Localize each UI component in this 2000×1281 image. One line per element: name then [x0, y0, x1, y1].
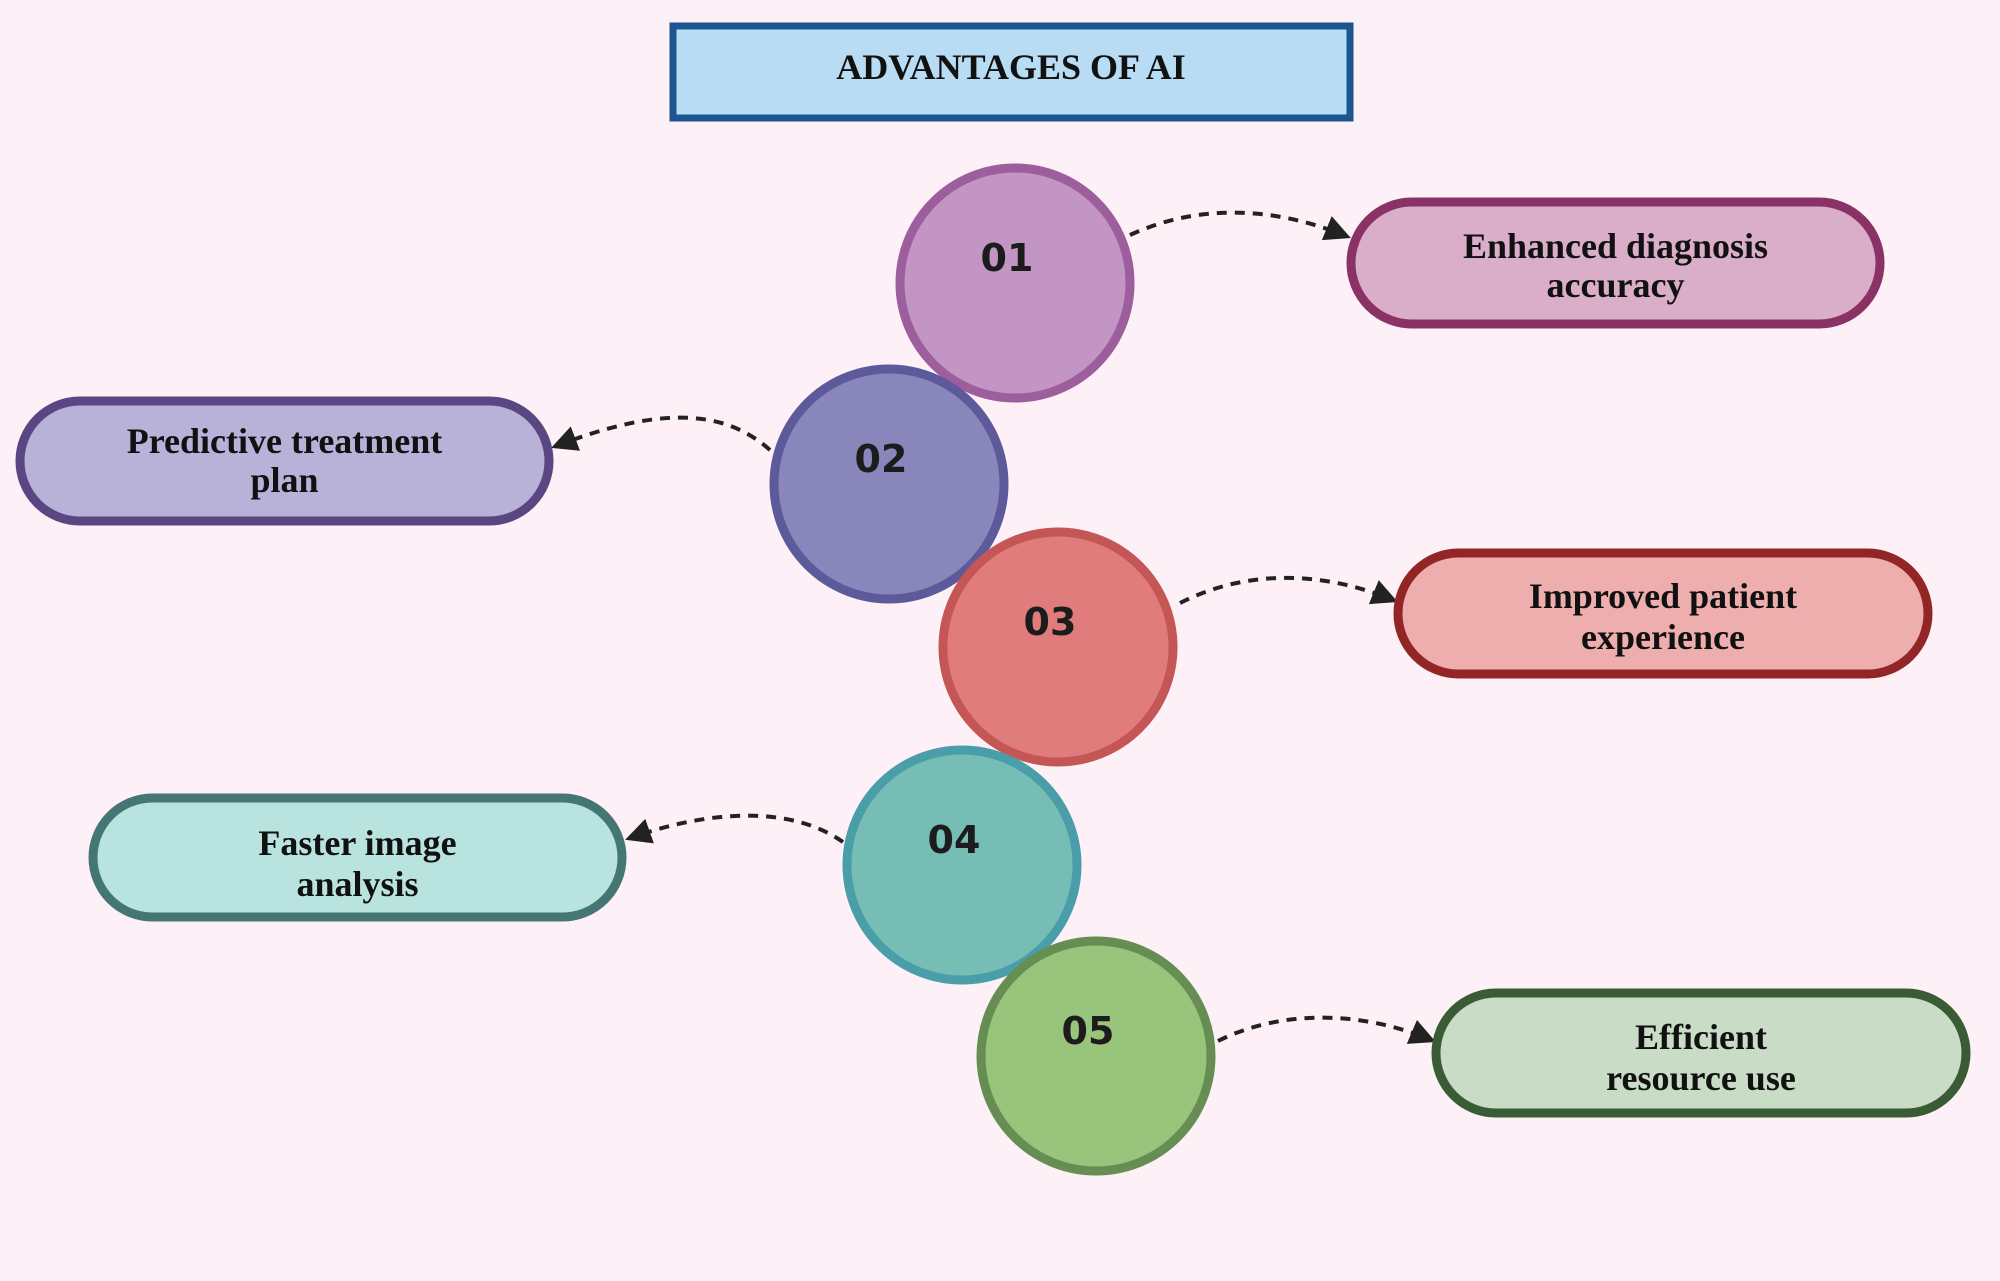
step-circle-shape [769, 364, 1009, 604]
step-circle-shape [842, 745, 1082, 985]
label-line: accuracy [1547, 265, 1685, 305]
connector-arrow-04 [625, 813, 845, 844]
step-number: 03 [1024, 600, 1077, 644]
label-line: Enhanced diagnosis [1463, 226, 1768, 266]
connector-arrow-02 [551, 415, 772, 452]
step-circle-shape [976, 936, 1216, 1176]
step-circle-04: 04 [842, 745, 1082, 985]
label-box-frame [1393, 548, 1933, 679]
connector-arrow-05 [1217, 1015, 1436, 1044]
step-number: 01 [981, 236, 1034, 280]
label-line: plan [250, 460, 318, 500]
label-box-frame [15, 396, 554, 526]
step-circles: 01 02 03 04 05 [769, 163, 1216, 1176]
step-circle-02: 02 [769, 364, 1009, 604]
connector-arrow-03 [1179, 575, 1398, 605]
connector-arrow-01 [1129, 210, 1351, 241]
diagram-title: ADVANTAGES OF AI [836, 47, 1185, 87]
label-line: Improved patient [1529, 576, 1797, 616]
step-circle-shape [938, 527, 1178, 767]
label-line: experience [1581, 617, 1745, 657]
step-circle-shape [895, 163, 1135, 403]
label-line: Predictive treatment [127, 421, 443, 461]
label-line: resource use [1606, 1058, 1796, 1098]
label-line: analysis [296, 864, 418, 904]
label-box-frame [1346, 197, 1885, 329]
title-box-frame [669, 22, 1354, 122]
label-box-frame [88, 793, 627, 922]
step-circle-03: 03 [938, 527, 1178, 767]
step-circle-01: 01 [895, 163, 1135, 403]
label-box-frame [1431, 988, 1971, 1118]
title-box: ADVANTAGES OF AI [669, 22, 1354, 122]
step-number: 04 [928, 818, 981, 862]
step-number: 05 [1062, 1009, 1115, 1053]
step-circle-05: 05 [976, 936, 1216, 1176]
label-line: Efficient [1635, 1017, 1767, 1057]
step-number: 02 [855, 437, 908, 481]
label-line: Faster image [258, 823, 456, 863]
connectors [551, 210, 1436, 1044]
